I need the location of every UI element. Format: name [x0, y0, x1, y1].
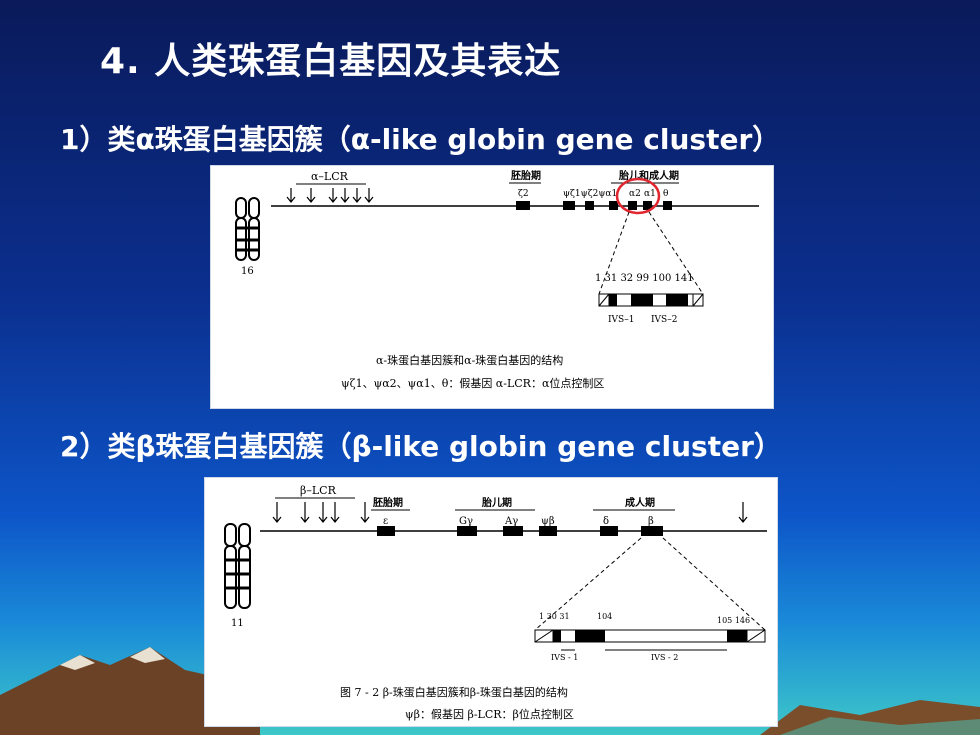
alpha-cluster-heading: 1）类α珠蛋白基因簇（α-like globin gene cluster） — [60, 123, 781, 156]
beta-stage-embryo-label: 胚胎期 — [373, 496, 403, 509]
alpha-ivs1-label: IVS–1 — [608, 315, 634, 325]
slide-title: 4. 人类珠蛋白基因及其表达 — [100, 41, 562, 82]
gene-psibeta-label: ψβ — [541, 516, 555, 527]
alpha-ivs2-label: IVS–2 — [651, 315, 677, 325]
beta-lcr-label: β–LCR — [300, 484, 337, 497]
gene-ggamma-label: Gγ — [459, 516, 473, 527]
alpha-gene-boxes — [516, 201, 672, 210]
beta-caption-2: ψβ：假基因 β-LCR：β位点控制区 — [405, 707, 574, 721]
alpha-caption-1: α-珠蛋白基因簇和α-珠蛋白基因的结构 — [376, 353, 563, 367]
beta-gene-structure — [534, 629, 766, 651]
alpha-cluster-figure: 16 α–LCR 胚胎期 胎儿和成人期 ζ2 ψζ1ψζ2ψα1 α2 α1 θ — [210, 165, 774, 409]
pseudogene-labels: ψζ1ψζ2ψα1 — [563, 189, 617, 199]
beta-lcr-arrows — [272, 502, 748, 523]
beta-gene-boxes — [377, 526, 663, 536]
chromosome-11-label: 11 — [231, 618, 244, 629]
stage-embryo-label: 胚胎期 — [511, 169, 541, 182]
gene-delta-label: δ — [603, 516, 609, 527]
beta-cluster-heading: 2）类β珠蛋白基因簇（β-like globin gene cluster） — [60, 430, 782, 463]
gene-agamma-label: Aγ — [504, 516, 518, 527]
alpha-caption-2: ψζ1、ψα2、ψα1、θ：假基因 α-LCR：α位点控制区 — [341, 376, 604, 390]
beta-position-104: 104 — [597, 612, 612, 621]
chromosome-16-icon — [235, 197, 260, 261]
beta-ivs1-label: IVS - 1 — [551, 653, 578, 662]
beta-stage-adult-label: 成人期 — [625, 496, 655, 509]
alpha-lcr-label: α–LCR — [311, 170, 349, 183]
mountain-backdrop — [0, 647, 980, 735]
highlight-circle — [615, 177, 661, 215]
gene-theta-label: θ — [663, 189, 668, 199]
gene-a1-label: α1 — [644, 189, 656, 199]
lcr-arrows — [286, 188, 374, 203]
alpha-gene-structure — [598, 293, 704, 307]
gene-a2-label: α2 — [629, 189, 641, 199]
beta-cluster-figure: 11 β–LCR 胚胎期 胎儿期 成人期 ε Gγ Aγ ψβ δ β — [204, 477, 778, 727]
beta-position-left: 1 30 31 — [539, 612, 570, 621]
gene-epsilon-label: ε — [383, 516, 388, 527]
chromosome-16-label: 16 — [241, 266, 254, 277]
beta-position-right: 105 146 — [717, 616, 750, 625]
gene-zeta2-label: ζ2 — [518, 189, 529, 199]
beta-ivs2-label: IVS - 2 — [651, 653, 678, 662]
gene-beta-label: β — [648, 516, 654, 527]
beta-caption-1: 图 7 - 2 β-珠蛋白基因簇和β-珠蛋白基因的结构 — [340, 685, 568, 699]
beta-stage-fetal-label: 胎儿期 — [481, 496, 512, 509]
chromosome-11-icon — [224, 523, 251, 609]
alpha-position-labels: 1 31 32 99 100 141 — [595, 273, 694, 284]
